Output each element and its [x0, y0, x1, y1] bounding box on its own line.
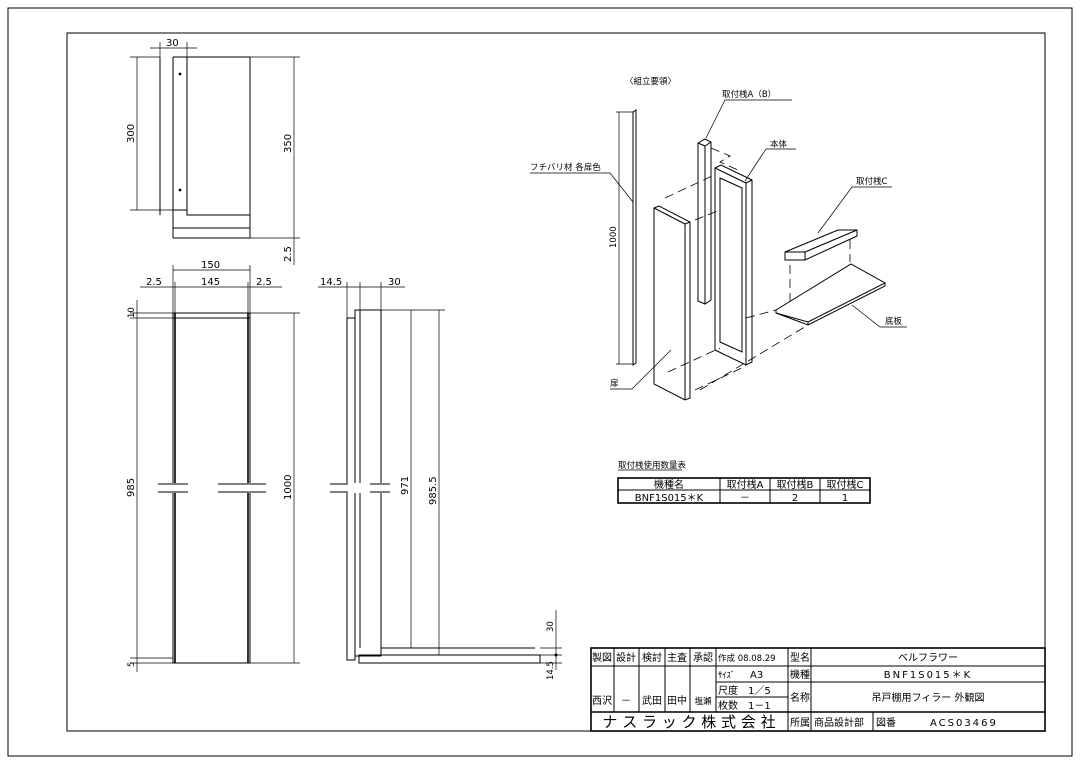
role-design: 設計 — [616, 651, 636, 664]
qty-header-c: 取付桟C — [827, 478, 864, 491]
scale-value: 1／5 — [748, 685, 771, 697]
label-bottom-board: 底板 — [885, 316, 903, 327]
qty-cell-b: 2 — [792, 493, 798, 504]
dim-10: 10 — [127, 307, 137, 318]
type-name-label: 型名 — [790, 651, 810, 664]
qty-header-b: 取付桟B — [777, 478, 814, 491]
name-label: 名称 — [790, 691, 810, 704]
signature-design: － — [621, 696, 631, 707]
role-chief: 主査 — [667, 651, 687, 664]
dim-right-2-5: 2.5 — [256, 277, 272, 288]
label-bracket-ab: 取付桟A（B） — [722, 89, 776, 100]
qty-header-model: 機種名 — [654, 478, 684, 491]
type-name-value: ベルフラワー — [898, 652, 958, 664]
qty-header-a: 取付桟A — [727, 478, 764, 491]
quantity-table: 取付桟使用数量表 機種名 取付桟A 取付桟B 取付桟C BNF1S015＊K －… — [617, 460, 871, 504]
quantity-table-title: 取付桟使用数量表 — [618, 460, 687, 471]
dim-14-5: 14.5 — [320, 277, 342, 288]
sheets-value: 1－1 — [748, 701, 771, 712]
dept-label: 所属 — [790, 717, 810, 729]
size-label: ｻｲｽﾞ — [718, 671, 735, 681]
dim-971: 971 — [400, 476, 411, 495]
sheet-border — [7, 7, 1073, 757]
dim-145: 145 — [201, 277, 220, 288]
sheets-label: 枚数 — [718, 699, 738, 712]
signature-drafting: 西沢 — [592, 694, 612, 707]
name-value: 吊戸棚用フィラー 外観図 — [872, 691, 985, 704]
dim-5: 5 — [127, 662, 137, 667]
label-door: 扉 — [610, 378, 619, 389]
assembly-title: 〈組立要領〉 — [625, 76, 676, 87]
dim-300: 300 — [126, 124, 137, 143]
title-block: 製図 設計 検討 主査 承認 西沢 － 武田 田中 塩瀬 作成 08.08.29… — [590, 647, 1046, 732]
dim-14-5-bottom: 14.5 — [546, 661, 556, 680]
qty-cell-model: BNF1S015＊K — [635, 493, 704, 504]
drawing-no-value: ACS03469 — [930, 718, 998, 729]
scale-label: 尺度 — [718, 684, 738, 697]
size-value: A3 — [750, 670, 763, 681]
front-view: 150 2.5 145 2.5 10 985 5 1000 — [126, 260, 300, 672]
side-view: 14.5 30 971 985.5 30 14.5 — [318, 277, 562, 680]
model-value: BNF1S015＊K — [884, 670, 972, 681]
dim-left-2-5: 2.5 — [146, 277, 162, 288]
trim-length-1000: 1000 — [609, 226, 619, 248]
label-bracket-c: 取付桟C — [856, 176, 888, 187]
label-edge-trim: フチバリ材 各扉色 — [530, 162, 601, 173]
drawing-frame — [66, 32, 1046, 732]
signature-chief: 田中 — [667, 694, 687, 707]
qty-cell-c: 1 — [842, 493, 848, 504]
qty-cell-a: － — [740, 493, 750, 504]
label-body: 本体 — [770, 139, 788, 150]
top-view: 30 300 350 2.5 — [126, 38, 300, 265]
dim-30-side: 30 — [388, 277, 401, 288]
role-approval: 承認 — [693, 651, 713, 664]
created-date: 作成 08.08.29 — [718, 653, 776, 664]
dim-30: 30 — [166, 38, 179, 49]
dim-985: 985 — [126, 478, 137, 497]
signature-approval: 塩瀬 — [694, 696, 712, 707]
dim-30-bottom: 30 — [546, 621, 556, 632]
dim-350: 350 — [283, 134, 294, 153]
dim-1000: 1000 — [283, 475, 294, 500]
company-name: ナ ス ラ ッ ク 株 式 会 社 — [602, 713, 775, 731]
model-label: 機種 — [790, 668, 810, 681]
dept-value: 商品設計部 — [814, 716, 864, 729]
role-review: 検討 — [642, 651, 662, 664]
dim-2-5: 2.5 — [283, 246, 294, 262]
assembly-view: 〈組立要領〉 1000 フチバリ材 各扉色 取付桟A（B） 本体 扉 取付桟C — [530, 76, 907, 401]
dim-985-5: 985.5 — [428, 476, 439, 505]
signature-review: 武田 — [642, 694, 662, 707]
role-drafting: 製図 — [592, 651, 612, 664]
dim-150: 150 — [201, 260, 220, 271]
drawing-no-label: 図番 — [876, 717, 896, 729]
